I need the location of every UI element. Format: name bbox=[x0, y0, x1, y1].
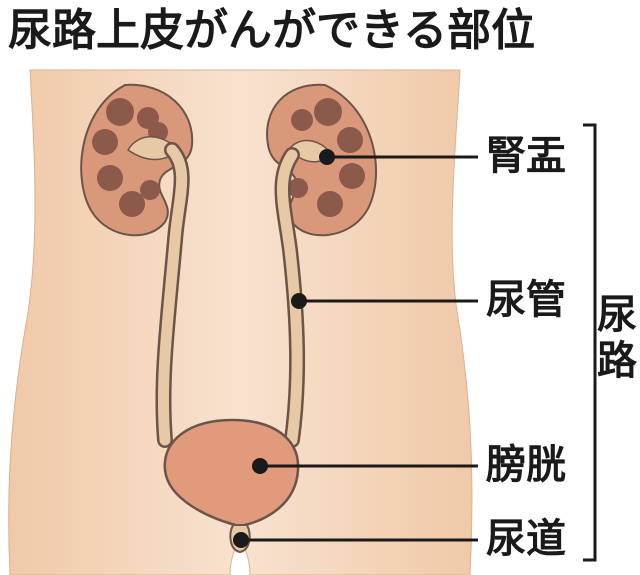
left-kidney bbox=[80, 83, 194, 237]
label-bladder: 膀胱 bbox=[486, 442, 566, 488]
urinary-tract-bracket bbox=[583, 123, 597, 562]
label-ureter: 尿管 bbox=[486, 277, 566, 323]
label-urinary-tract: 尿路 bbox=[597, 292, 637, 384]
page-title: 尿路上皮がんができる部位 bbox=[8, 5, 536, 56]
renal-pelvis-pointer bbox=[319, 149, 478, 165]
label-urethra: 尿道 bbox=[486, 516, 566, 562]
ureter-pointer bbox=[291, 293, 478, 309]
urethra-pointer bbox=[233, 532, 478, 548]
bladder-pointer bbox=[252, 458, 478, 474]
label-renal-pelvis: 腎盂 bbox=[486, 133, 566, 179]
